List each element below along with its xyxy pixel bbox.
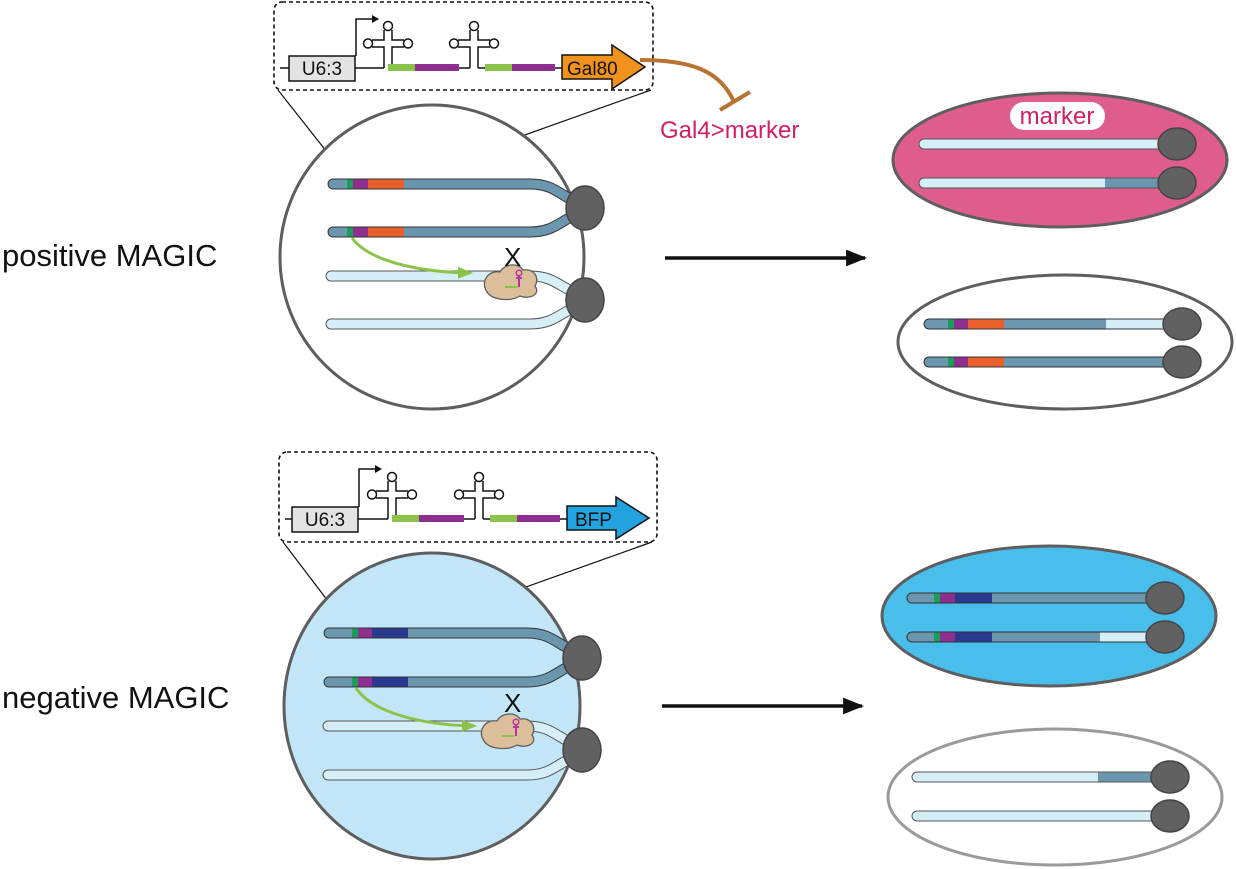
cut-site-mark: X xyxy=(504,688,521,718)
payload-arrow-bfp xyxy=(566,495,651,541)
payload-label: BFP xyxy=(575,510,612,531)
cut-site-mark: X xyxy=(504,242,521,272)
marker-badge xyxy=(1010,102,1105,130)
repression-target-label: Gal4>marker xyxy=(660,117,799,144)
grna-spacer xyxy=(485,64,512,71)
payload-arrow-gal80 xyxy=(561,43,647,91)
grna-scaffold xyxy=(419,515,464,522)
centromere xyxy=(1157,127,1197,161)
targeting-arrow xyxy=(354,687,477,732)
grna-scaffold xyxy=(415,64,459,71)
centromere xyxy=(1157,166,1197,200)
grna-spacer xyxy=(490,515,517,522)
trna-structure-icon xyxy=(453,471,505,519)
repression-line xyxy=(639,58,736,103)
marker-label: marker xyxy=(1020,103,1095,130)
repression-bar xyxy=(718,90,752,112)
construct-box-border xyxy=(273,1,654,91)
cas9-complex-icon xyxy=(480,713,535,750)
target-site-green xyxy=(347,227,353,237)
row-label-negative: negative MAGIC xyxy=(2,680,229,715)
grna-scaffold xyxy=(512,64,555,71)
promoter-box xyxy=(291,506,359,533)
targeting-arrow xyxy=(350,237,473,279)
chromosome-pair-dark xyxy=(323,627,602,688)
positive-magic-panel: positive MAGIC U6:3 xyxy=(2,1,1234,411)
centromere xyxy=(565,185,605,231)
daughter-cell-bfp xyxy=(880,544,1218,688)
trna-structure-icon xyxy=(366,471,418,519)
grna-scaffold xyxy=(517,515,560,522)
grna-insert xyxy=(353,227,368,237)
target-site-green xyxy=(347,179,353,189)
centromere xyxy=(565,277,605,323)
daughter-cell-unmarked xyxy=(896,273,1234,411)
payload-insert xyxy=(368,227,404,237)
negative-magic-panel: negative MAGIC U6:3 xyxy=(2,451,1224,867)
cell-negative xyxy=(282,551,582,861)
grna-spacer xyxy=(392,515,419,522)
daughter-cell-unlabeled xyxy=(886,727,1224,867)
daughter-cell-marked: marker xyxy=(891,91,1229,229)
construct-box-positive: U6:3 xyxy=(273,1,654,91)
promoter-label: U6:3 xyxy=(305,510,345,531)
chromosome-pair-dark xyxy=(327,178,605,238)
construct-box-negative: U6:3 BFP xyxy=(278,451,658,543)
payload-insert xyxy=(368,179,404,189)
payload-label: Gal80 xyxy=(567,59,618,80)
cell-positive xyxy=(278,103,586,411)
promoter-label: U6:3 xyxy=(302,59,342,80)
trna-structure-icon xyxy=(448,20,500,68)
cas9-complex-icon xyxy=(483,264,538,301)
promoter-box xyxy=(288,55,356,82)
row-label-positive: positive MAGIC xyxy=(2,238,217,273)
grna-insert xyxy=(353,179,368,189)
grna-spacer xyxy=(388,64,415,71)
tss-arrow xyxy=(355,18,373,56)
trna-structure-icon xyxy=(362,20,414,68)
tss-arrow xyxy=(358,468,376,507)
